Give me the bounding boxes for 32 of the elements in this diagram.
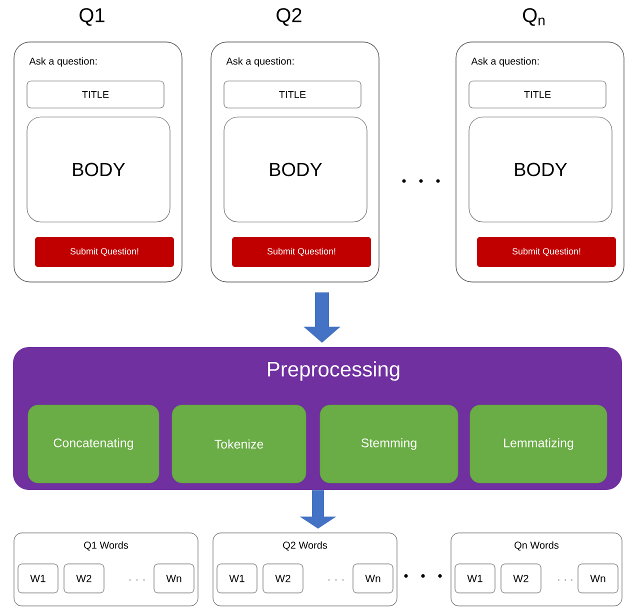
word-box: W2: [500, 564, 542, 594]
word-box: Wn: [352, 564, 394, 594]
list-heading: Qn Words: [514, 541, 559, 551]
word-box: W2: [64, 564, 104, 594]
submit-button: Submit Question!: [477, 237, 616, 267]
list-heading: Q2 Words: [283, 541, 328, 551]
word-box: Wn: [154, 564, 194, 594]
word-box: W1: [216, 564, 258, 594]
submit-button: Submit Question!: [232, 237, 371, 267]
title-field: TITLE: [26, 80, 164, 108]
title-field: TITLE: [224, 80, 362, 108]
prompt-text: Ask a question:: [29, 57, 97, 67]
step-box: Tokenize: [172, 404, 306, 484]
title-field: TITLE: [468, 80, 606, 108]
word-box: W2: [262, 564, 304, 594]
prompt-text: Ask a question:: [226, 57, 294, 67]
step-box: Concatenating: [28, 404, 160, 484]
word-box: W1: [454, 564, 496, 594]
step-box: Lemmatizing: [470, 404, 608, 484]
panel-heading: Preprocessing: [268, 361, 400, 381]
list-heading: Q1 Words: [84, 541, 128, 551]
word-box: Wn: [578, 564, 618, 594]
card-heading: Q$_{n}$: [523, 8, 545, 26]
submit-button: Submit Question!: [35, 237, 174, 267]
card-heading: Q2: [276, 8, 302, 26]
word-box: W1: [18, 564, 58, 594]
card-heading: Q1: [80, 8, 104, 26]
body-field: BODY: [468, 116, 612, 222]
body-field: BODY: [26, 116, 170, 222]
body-field: BODY: [224, 116, 368, 222]
prompt-text: Ask a question:: [471, 57, 539, 67]
step-box: Stemming: [320, 404, 458, 484]
